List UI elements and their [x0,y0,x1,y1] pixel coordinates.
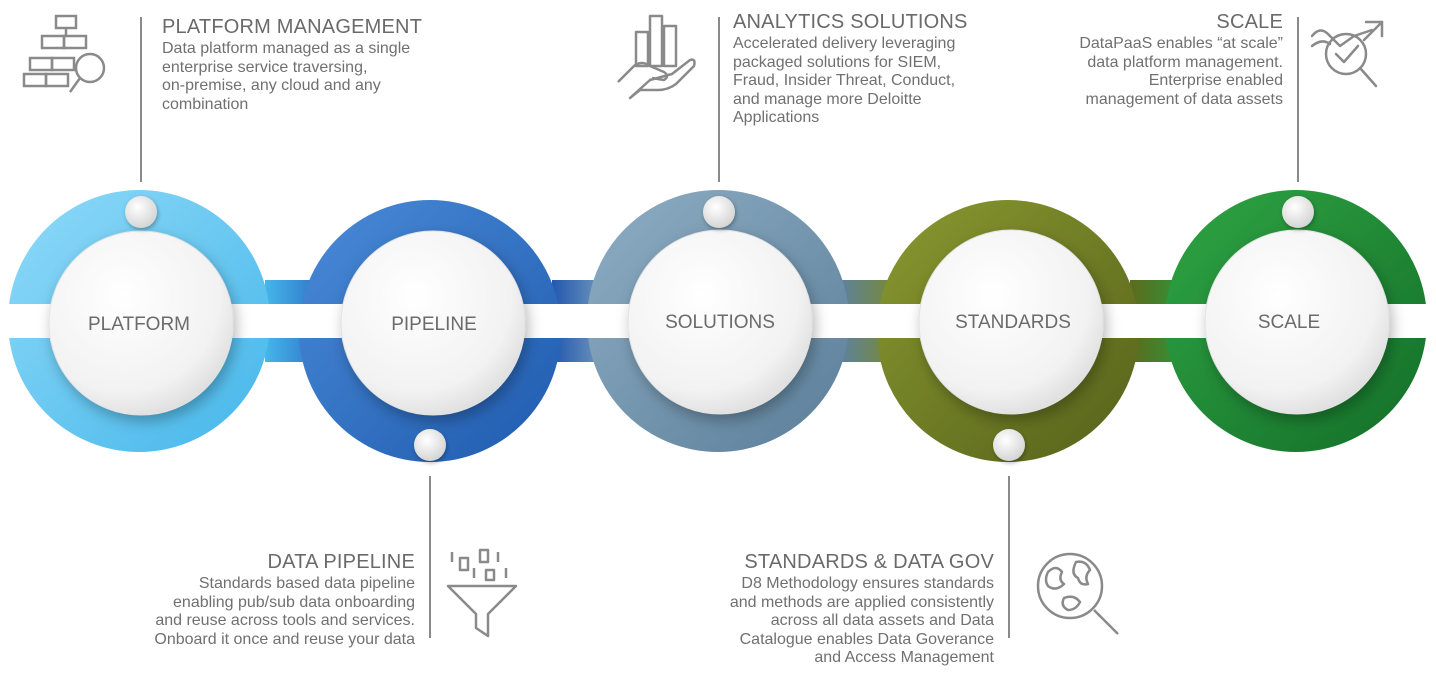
callout-body: D8 Methodology ensures standards and met… [729,575,994,666]
binary-funnel-icon [446,548,518,638]
magnifier-check-trend-icon [1310,20,1384,88]
callout-platform: PLATFORM MANAGEMENT Data platform manage… [162,16,422,114]
node-label-standards: STANDARDS [955,312,1071,333]
callout-body: Data platform managed as a single enterp… [162,40,411,113]
node-disc [1204,229,1390,415]
ring-knob [414,429,446,461]
callout-heading: DATA PIPELINE [267,551,415,573]
node-disc [340,230,526,416]
node-disc [627,229,813,415]
node-label-platform: PLATFORM [88,314,190,335]
ring-knob [1282,196,1314,228]
org-chart-search-icon [22,14,106,93]
callout-heading: PLATFORM MANAGEMENT [162,16,423,38]
node-disc [48,230,234,416]
callout-pipeline: DATA PIPELINE Standards based data pipel… [154,551,415,649]
globe-magnifier-icon [1036,552,1119,635]
ring-knob [703,196,735,228]
callout-heading: ANALYTICS SOLUTIONS [733,11,968,33]
callout-heading: STANDARDS & DATA GOV [744,551,994,573]
node-label-solutions: SOLUTIONS [665,312,775,333]
node-label-scale: SCALE [1258,312,1320,333]
hand-bar-chart-icon [617,14,696,100]
callout-body: Standards based data pipeline enabling p… [154,575,415,648]
ring-knob [993,429,1025,461]
callout-analytics: ANALYTICS SOLUTIONS Accelerated delivery… [733,11,968,128]
callout-body: Accelerated delivery leveraging packaged… [733,35,956,126]
callout-standards: STANDARDS & DATA GOV D8 Methodology ensu… [730,551,994,668]
callout-scale: SCALE DataPaaS enables “at scale” data p… [1079,11,1283,109]
node-disc [918,229,1104,415]
node-label-pipeline: PIPELINE [391,314,477,335]
callout-body: DataPaaS enables “at scale” data platfor… [1079,35,1283,108]
callout-heading: SCALE [1216,11,1283,33]
ring-knob [125,196,157,228]
